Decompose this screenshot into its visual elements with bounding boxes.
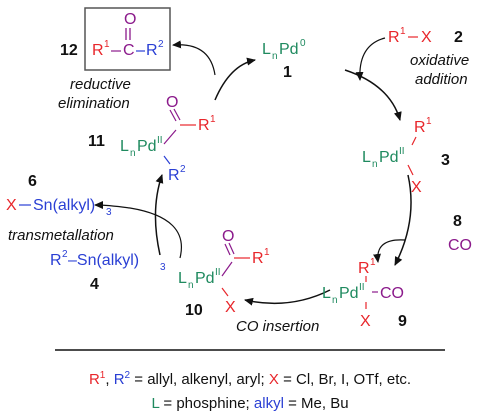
c3-x: X [411, 179, 422, 196]
c11-number: 11 [88, 133, 105, 150]
c6-number: 6 [28, 173, 37, 190]
cycle-arrow-top [214, 57, 256, 101]
svg-text:1: 1 [264, 247, 270, 258]
svg-text:n: n [372, 159, 378, 170]
c9-number: 9 [398, 313, 407, 330]
c9-pd: Pd [339, 285, 359, 302]
svg-text:n: n [272, 51, 278, 62]
svg-text:2: 2 [62, 249, 68, 260]
c2-number: 2 [454, 29, 463, 46]
c11-oxygen: O [166, 94, 178, 111]
c2-x: X [421, 29, 432, 46]
step-transmetallation: transmetallation [8, 227, 114, 244]
legend-line-2: L = phosphine; alkyl = Me, Bu [151, 395, 349, 412]
step-oxidative: oxidative [410, 52, 469, 69]
c4-sn: –Sn(alkyl) [68, 252, 139, 269]
step-reductive: reductive [70, 76, 131, 93]
svg-text:II: II [399, 146, 405, 157]
c10-pd: Pd [195, 270, 215, 287]
svg-text:1: 1 [400, 26, 406, 37]
svg-text:3: 3 [160, 262, 166, 273]
c2-r1: R [388, 29, 400, 46]
catalyst-pd: Pd [279, 41, 299, 58]
svg-text:1: 1 [210, 114, 216, 125]
c12-oxygen: O [124, 11, 136, 28]
c10-number: 10 [185, 302, 203, 319]
c10-oxygen: O [222, 228, 234, 245]
svg-text:II: II [215, 267, 221, 278]
svg-text:2: 2 [180, 164, 186, 175]
cycle-arrow-bottom [244, 289, 331, 306]
svg-text:1: 1 [370, 257, 376, 268]
c3-r1: R [414, 119, 426, 136]
svg-text:n: n [188, 280, 194, 291]
c3-pd: Pd [379, 149, 399, 166]
c12-carbon: C [123, 42, 135, 59]
c6-x: X [6, 197, 17, 214]
c4-number: 4 [90, 276, 99, 293]
c9-r1: R [358, 260, 370, 277]
c11-pd: Pd [137, 138, 157, 155]
svg-text:2: 2 [158, 39, 164, 50]
step-elimination: elimination [58, 95, 130, 112]
c9-x: X [360, 313, 371, 330]
arrow-transmet [94, 201, 182, 259]
c6-sn: Sn(alkyl) [33, 197, 95, 214]
legend-line-1: R1, R2 = allyl, alkenyl, aryl; X = Cl, B… [88, 370, 412, 388]
step-co-insertion: CO insertion [236, 318, 319, 335]
c11-r1: R [198, 117, 210, 134]
c10-L: L [178, 270, 187, 287]
c10-x: X [225, 299, 236, 316]
catalyst-L: L [262, 41, 271, 58]
c12-r1: R [92, 42, 104, 59]
c12-r2: R [146, 42, 158, 59]
c8-co: CO [448, 237, 472, 254]
svg-text:II: II [157, 135, 163, 146]
svg-text:1: 1 [104, 39, 110, 50]
c10-r1: R [252, 250, 264, 267]
c11-L: L [120, 138, 129, 155]
arrow-in-2 [355, 37, 386, 81]
cycle-arrow-right-top [344, 69, 402, 121]
svg-text:0: 0 [300, 38, 306, 49]
c12-number: 12 [60, 42, 78, 59]
arrow-in-8 [373, 239, 406, 263]
c8-number: 8 [453, 213, 462, 230]
product-box [84, 7, 171, 71]
c9-L: L [322, 285, 331, 302]
svg-text:1: 1 [426, 116, 432, 127]
c3-L: L [362, 149, 371, 166]
cycle-arrow-left [154, 174, 164, 256]
cycle-arrow-right [394, 174, 412, 266]
svg-text:II: II [359, 282, 365, 293]
step-addition: addition [415, 71, 468, 88]
svg-text:n: n [130, 148, 136, 159]
c9-co: CO [380, 285, 404, 302]
c4-r2: R [50, 252, 62, 269]
catalyst-number: 1 [283, 64, 292, 81]
c11-r2: R [168, 167, 180, 184]
arrow-out-12 [172, 40, 216, 76]
c3-number: 3 [441, 152, 450, 169]
svg-text:n: n [332, 295, 338, 306]
svg-text:3: 3 [106, 207, 112, 218]
